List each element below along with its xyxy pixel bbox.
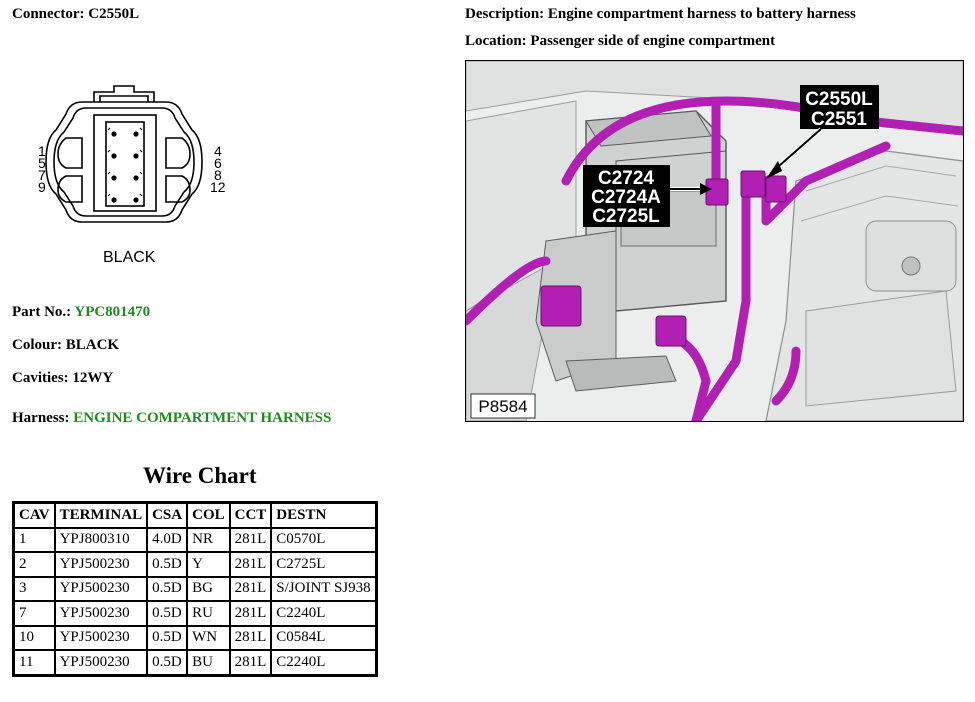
connector-face-diagram: 1 5 7 9 4 6 8 12 BLACK [38,85,226,266]
pin-label-right-2: 6 [214,155,222,171]
part-no-line: Part No.: YPC801470 [12,304,150,321]
cell-cct: 281L [228,600,273,627]
location-photo: C2550L C2551 C2724 C2724A C2725L P8584 [465,60,964,422]
table-row: 3 YPJ500230 0.5D BG 281L S/JOINT SJ938 [12,575,378,602]
cell-csa: 4.0D [146,526,189,553]
connector-colour-caption: BLACK [103,249,156,266]
cell-cct: 281L [228,624,273,651]
table-row: 7 YPJ500230 0.5D RU 281L C2240L [12,600,378,627]
cell-csa: 0.5D [146,600,189,627]
cell-cav: 7 [12,600,56,627]
harness-line: Harness: ENGINE COMPARTMENT HARNESS [12,410,331,427]
cell-cav: 10 [12,624,56,651]
location-label: Location: [465,33,527,49]
cell-destn: C0570L [270,526,378,553]
connector-line: Connector: C2550L [12,6,139,23]
cell-cav: 1 [12,526,56,553]
figure-id: P8584 [478,397,527,416]
description-value: Engine compartment harness to battery ha… [547,6,856,22]
pin-label-right-1: 4 [214,143,222,159]
cell-destn: C2725L [270,551,378,578]
cell-terminal: YPJ500230 [53,600,149,627]
cell-cav: 3 [12,575,56,602]
header-cct: CCT [228,501,273,529]
colour-value: BLACK [65,337,120,353]
cell-csa: 0.5D [146,649,189,676]
engine-bay-illustration: C2550L C2551 C2724 C2724A C2725L P8584 [466,61,963,421]
harness-value: ENGINE COMPARTMENT HARNESS [73,410,332,426]
cell-cav: 11 [12,649,56,676]
callout-mid-line-2: C2724A [591,187,661,208]
cell-col: RU [186,600,231,627]
cell-cct: 281L [228,551,273,578]
header-col: COL [186,501,231,529]
callout-mid-line-3: C2725L [592,206,660,227]
cell-terminal: YPJ800310 [53,526,149,553]
cell-terminal: YPJ500230 [53,551,149,578]
wire-chart-table: CAV TERMINAL CSA COL CCT DESTN 1 YPJ8003… [12,501,378,677]
colour-line: Colour: BLACK [12,337,119,354]
part-no-label: Part No.: [12,304,72,320]
cell-col: WN [186,624,231,651]
cavities-line: Cavities: 12WY [12,370,113,387]
pin-label-left-2: 5 [38,155,46,171]
header-csa: CSA [146,501,189,529]
cell-destn: C0584L [270,624,378,651]
cell-csa: 0.5D [146,551,189,578]
pin-label-right-4: 12 [210,179,226,195]
table-row: 10 YPJ500230 0.5D WN 281L C0584L [12,624,378,651]
header-destn: DESTN [270,501,378,529]
cell-destn: S/JOINT SJ938 [270,575,378,602]
table-row: 2 YPJ500230 0.5D Y 281L C2725L [12,551,378,578]
cell-csa: 0.5D [146,575,189,602]
connector-label: Connector: [12,6,85,22]
cell-destn: C2240L [270,600,378,627]
table-row: 1 YPJ800310 4.0D NR 281L C0570L [12,526,378,553]
cell-col: Y [186,551,231,578]
header-terminal: TERMINAL [53,501,149,529]
cell-col: NR [186,526,231,553]
callout-top-line-1: C2550L [805,89,873,110]
part-no-value: YPC801470 [74,304,151,320]
pin-label-left-1: 1 [38,143,46,159]
description-line: Description: Engine compartment harness … [465,6,856,23]
wire-chart-title: Wire Chart [143,463,257,488]
cell-cct: 281L [228,649,273,676]
cell-destn: C2240L [270,649,378,676]
connector-value: C2550L [88,6,140,22]
cell-col: BU [186,649,231,676]
colour-label: Colour: [12,337,62,353]
callout-top-line-2: C2551 [811,109,867,130]
cell-csa: 0.5D [146,624,189,651]
cell-col: BG [186,575,231,602]
cavities-label: Cavities: [12,370,69,386]
location-line: Location: Passenger side of engine compa… [465,33,775,50]
callout-mid-line-1: C2724 [598,168,654,189]
cell-terminal: YPJ500230 [53,575,149,602]
wire-chart-header-row: CAV TERMINAL CSA COL CCT DESTN [12,501,378,529]
cell-cct: 281L [228,575,273,602]
harness-label: Harness: [12,410,70,426]
pin-label-right-3: 8 [214,167,222,183]
cell-cav: 2 [12,551,56,578]
description-label: Description: [465,6,545,22]
location-value: Passenger side of engine compartment [530,33,776,49]
cell-terminal: YPJ500230 [53,649,149,676]
cavities-value: 12WY [72,370,114,386]
header-cav: CAV [12,501,56,529]
pin-label-left-3: 7 [38,167,46,183]
table-row: 11 YPJ500230 0.5D BU 281L C2240L [12,649,378,676]
cell-cct: 281L [228,526,273,553]
cell-terminal: YPJ500230 [53,624,149,651]
pin-label-left-4: 9 [38,179,46,195]
